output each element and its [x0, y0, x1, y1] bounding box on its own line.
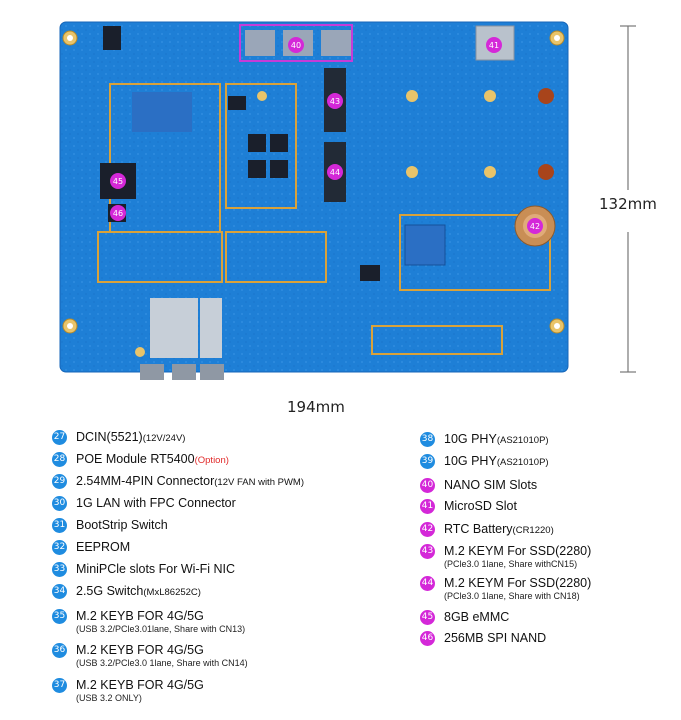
- marker-44-text: 44: [330, 168, 340, 177]
- marker-41-text: 41: [489, 41, 499, 50]
- marker-46: [110, 205, 126, 221]
- legend-label: 1G LAN with FPC Connector: [76, 496, 236, 510]
- callout-29: 29: [52, 474, 67, 489]
- callout-34: 34: [52, 584, 67, 599]
- callout-45: 45: [420, 610, 435, 625]
- legend-note: (12V/24V): [142, 433, 186, 444]
- marker-40-text: 40: [291, 41, 301, 50]
- legend-label: 8GB eMMC: [444, 610, 510, 624]
- marker-44: [327, 164, 343, 180]
- callout-35: 35: [52, 609, 67, 624]
- legend-subtext: (USB 3.2/PCle3.0 1lane, Share with CN14): [76, 658, 248, 668]
- legend-subtext: (USB 3.2/PCle3.01lane, Share with CN13): [76, 624, 246, 634]
- legend-subtext: (PCle3.0 1lane, Share withCN15): [444, 559, 578, 569]
- marker-45: [110, 173, 126, 189]
- callout-46: 46: [420, 631, 435, 646]
- callout-30: 30: [52, 496, 67, 511]
- board-diagram: 40 41 42 43 44 45 46: [59, 21, 636, 416]
- marker-40: [288, 37, 304, 53]
- callout-43: 43: [420, 544, 435, 559]
- callout-40: 40: [420, 478, 435, 493]
- marker-42-text: 42: [530, 222, 540, 231]
- legend-label: EEPROM: [76, 540, 131, 554]
- marker-43: [327, 93, 343, 109]
- bottom-connectors: [140, 364, 224, 380]
- legend-label: MicroSD Slot: [444, 499, 517, 513]
- legend-label: MiniPCle slots For Wi-Fi NIC: [76, 562, 236, 576]
- legend-label: M.2 KEYB FOR 4G/5G: [76, 678, 204, 692]
- callout-37: 37: [52, 678, 67, 693]
- legend-note: (AS21010P): [496, 435, 549, 446]
- legend-label: M.2 KEYB FOR 4G/5G: [76, 643, 204, 657]
- legend-label: 2.5G Switch: [76, 584, 144, 598]
- legend-note: (CR1220): [512, 525, 554, 536]
- legend-label: M.2 KEYM For SSD(2280): [444, 544, 592, 558]
- legend-label: POE Module RT5400: [76, 452, 195, 466]
- callout-28: 28: [52, 452, 67, 467]
- board-svg: 40 41 42 43 44 45 46: [59, 21, 636, 416]
- legend-label: M.2 KEYB FOR 4G/5G: [76, 609, 204, 623]
- marker-45-text: 45: [113, 177, 123, 186]
- width-dimension-label: 194mm: [287, 398, 345, 416]
- marker-41: [486, 37, 502, 53]
- legend-label: BootStrip Switch: [76, 518, 168, 532]
- pcb-board: [59, 21, 569, 373]
- callout-42: 42: [420, 522, 435, 537]
- legend-label: M.2 KEYM For SSD(2280): [444, 576, 592, 590]
- legend-note: (12V FAN with PWM): [214, 477, 305, 488]
- callout-44: 44: [420, 576, 435, 591]
- callout-39: 39: [420, 454, 435, 469]
- legend-label: 2.54MM-4PIN Connector: [76, 474, 215, 488]
- callout-38: 38: [420, 432, 435, 447]
- marker-46-text: 46: [113, 209, 123, 218]
- mounting-holes: [62, 30, 565, 357]
- legend-label: 256MB SPI NAND: [444, 631, 547, 645]
- legend-note: (AS21010P): [496, 457, 549, 468]
- callout-33: 33: [52, 562, 67, 577]
- chips: [100, 26, 446, 358]
- nano-sim-slots: [239, 24, 353, 62]
- legend-note: (MxL86252C): [143, 587, 201, 598]
- legend-label: RTC Battery: [444, 522, 513, 536]
- callout-27: 27: [52, 430, 67, 445]
- callout-32: 32: [52, 540, 67, 555]
- marker-43-text: 43: [330, 97, 340, 106]
- callout-36: 36: [52, 643, 67, 658]
- legend-label: 10G PHY: [444, 454, 497, 468]
- region-outlines: [97, 83, 551, 355]
- marker-42: [527, 218, 543, 234]
- legend-option: (Option): [194, 455, 229, 466]
- legend-label: 10G PHY: [444, 432, 497, 446]
- legend-subtext: (PCle3.0 1lane, Share with CN18): [444, 591, 580, 601]
- height-dimension-label: 132mm: [599, 195, 657, 213]
- callout-31: 31: [52, 518, 67, 533]
- legend-label: DCIN(5521): [76, 430, 143, 444]
- callout-41: 41: [420, 499, 435, 514]
- legend-subtext: (USB 3.2 ONLY): [76, 693, 142, 703]
- legend-label: NANO SIM Slots: [444, 478, 538, 492]
